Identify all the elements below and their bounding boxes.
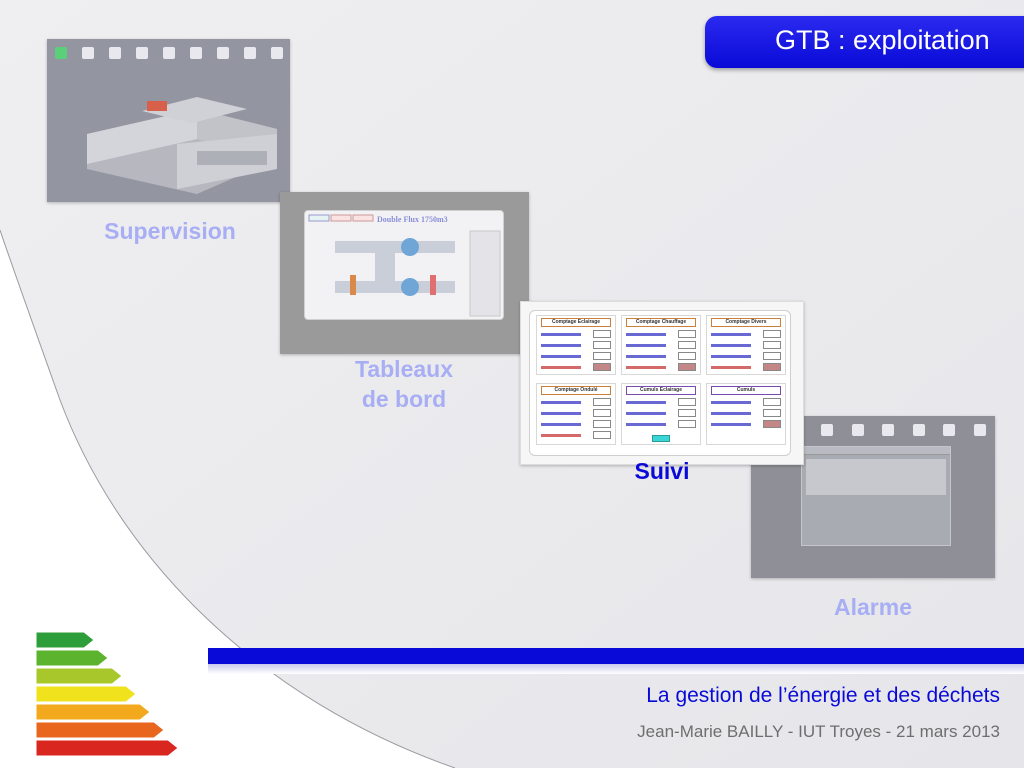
energy-class-bar <box>35 721 165 739</box>
supervision-toolbar <box>47 39 290 63</box>
refresh-button[interactable] <box>652 435 670 442</box>
comptage-eclairage-panel: Comptage Eclairage <box>536 315 616 375</box>
footer-bar <box>208 648 1024 664</box>
lightbulb-icon <box>943 424 956 436</box>
settings-icon <box>81 47 94 59</box>
suivi-screen: Comptage Eclairage Comptage Chauffage Co… <box>529 310 791 456</box>
globe-icon <box>135 47 148 59</box>
report-icon <box>243 47 256 59</box>
alarme-label: Alarme <box>834 594 912 620</box>
bell-icon <box>821 424 834 436</box>
alarm-list-window <box>801 446 951 546</box>
slide-title: GTB : exploitation <box>705 16 1024 68</box>
tableaux-label-line2: de bord <box>361 386 447 412</box>
panel-title: Comptage Divers <box>711 318 781 327</box>
tools-icon <box>882 424 895 436</box>
air-handling-diagram <box>308 214 501 317</box>
tableaux-label-line1: Tableaux <box>355 356 453 382</box>
energy-class-bar <box>35 649 109 667</box>
home-icon <box>54 47 67 59</box>
alarm-icon <box>973 424 986 436</box>
footer-subtitle: Jean-Marie BAILLY - IUT Troyes - 21 mars… <box>637 722 1000 741</box>
energy-class-bar <box>35 685 137 703</box>
energy-class-bar <box>35 703 151 721</box>
panel-title: Comptage Ondulé <box>541 386 611 395</box>
cumuls-eclairage-panel: Cumuls Eclairage <box>621 383 701 445</box>
comptage-chauffage-panel: Comptage Chauffage <box>621 315 701 375</box>
lightbulb-icon <box>270 47 283 59</box>
supervision-screenshot <box>47 39 290 202</box>
suivi-screenshot: Comptage Eclairage Comptage Chauffage Co… <box>520 301 804 465</box>
panel-title: Cumuls Eclairage <box>626 386 696 395</box>
tableaux-screen-panel: Double Flux 1750m3 <box>304 210 504 320</box>
suivi-label: Suivi <box>634 458 690 484</box>
tableaux-screen-title: Double Flux 1750m3 <box>377 215 448 224</box>
panel-title: Comptage Eclairage <box>541 318 611 327</box>
footer-title: La gestion de l’énergie et des déchets <box>646 684 1000 707</box>
building-icon <box>87 97 277 194</box>
tools-icon <box>216 47 229 59</box>
comptage-ondule-panel: Comptage Ondulé <box>536 383 616 445</box>
tableaux-de-bord-label: Tableaux de bord <box>324 354 484 414</box>
dashboard-icon <box>108 47 121 59</box>
bell-icon <box>851 424 864 436</box>
panel-title: Cumuls <box>711 386 781 395</box>
energy-class-bar <box>35 631 95 649</box>
comptage-divers-panel: Comptage Divers <box>706 315 786 375</box>
energy-class-bar <box>35 739 179 757</box>
energy-label-icon <box>35 631 179 757</box>
bell-icon <box>162 47 175 59</box>
supervision-label: Supervision <box>104 218 236 244</box>
footer-bar-shadow <box>208 664 1024 674</box>
bell-icon <box>189 47 202 59</box>
report-icon <box>912 424 925 436</box>
panel-title: Comptage Chauffage <box>626 318 696 327</box>
cumuls-panel: Cumuls <box>706 383 786 445</box>
tableaux-de-bord-screenshot: Double Flux 1750m3 <box>280 192 529 354</box>
energy-class-bar <box>35 667 123 685</box>
